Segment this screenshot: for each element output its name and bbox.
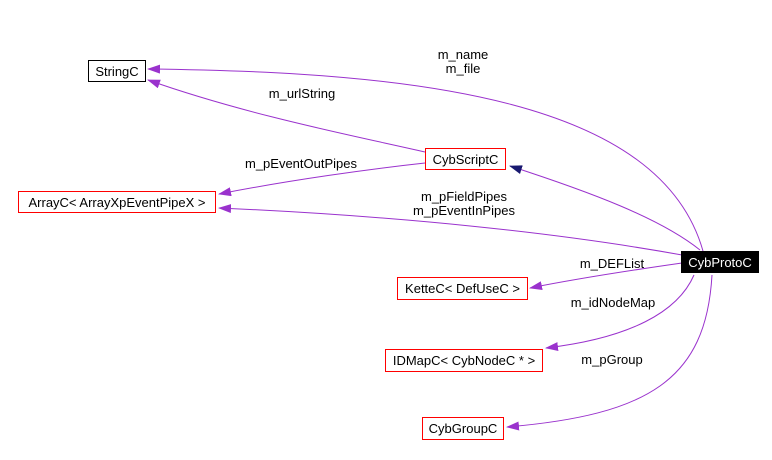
edge-m-urlstring: [147, 79, 426, 153]
node-arrayc-arrayxpeventpipex[interactable]: ArrayC< ArrayXpEventPipeX >: [18, 191, 216, 213]
node-kettec-defusec[interactable]: KetteC< DefUseC >: [397, 277, 528, 300]
node-idmapc-cybnodec[interactable]: IDMapC< CybNodeC * >: [385, 349, 543, 372]
edge-label-m-name-m-file: m_name m_file: [438, 48, 489, 76]
edge-label-line: m_DEFList: [579, 256, 645, 271]
node-cybgroupc-label: CybGroupC: [428, 421, 498, 436]
edge-m-deflist: [529, 262, 683, 291]
edge-label-m-pfieldpipes-m-peventinpipes: m_pFieldPipes m_pEventInPipes: [413, 190, 515, 218]
edge-label-line: m_idNodeMap: [570, 295, 656, 310]
node-stringc: StringC: [88, 60, 146, 82]
edge-label-line: m_pEventOutPipes: [244, 156, 358, 171]
edge-label-m-peventoutpipes: m_pEventOutPipes: [245, 157, 357, 171]
edge-m-idnodemap: [545, 274, 695, 352]
edge-m-peventoutpipes: [218, 162, 426, 197]
edge-label-line: m_file: [445, 61, 481, 76]
edge-label-line: m_pEventInPipes: [413, 203, 515, 218]
node-kettec-label: KetteC< DefUseC >: [405, 281, 520, 296]
edge-m-name-m-file: [147, 64, 704, 252]
edge-m-pfieldpipes-m-peventinpipes: [218, 204, 683, 256]
node-idmapc-label: IDMapC< CybNodeC * >: [392, 353, 536, 368]
node-cybprotoc-label: CybProtoC: [688, 254, 752, 270]
edge-label-m-pgroup: m_pGroup: [581, 353, 642, 367]
node-cybscriptc[interactable]: CybScriptC: [425, 148, 506, 170]
edge-label-m-urlstring: m_urlString: [269, 87, 335, 101]
edge-label-line: m_pGroup: [581, 352, 643, 367]
edge-m-pgroup: [506, 274, 713, 431]
edge-label-line: m_pFieldPipes: [421, 189, 507, 204]
node-cybgroupc[interactable]: CybGroupC: [422, 417, 504, 440]
edge-label-m-idnodemap: m_idNodeMap: [571, 296, 656, 310]
edge-inheritance-cybprotoc-cybscriptc: [509, 165, 701, 251]
node-arrayc-label: ArrayC< ArrayXpEventPipeX >: [28, 194, 206, 210]
edge-label-line: m_name: [437, 47, 489, 62]
node-cybprotoc: CybProtoC: [681, 251, 759, 273]
edge-label-m-deflist: m_DEFList: [580, 257, 644, 271]
edge-label-line: m_urlString: [268, 86, 336, 101]
node-stringc-label: StringC: [95, 63, 139, 79]
node-cybscriptc-label: CybScriptC: [432, 151, 499, 167]
